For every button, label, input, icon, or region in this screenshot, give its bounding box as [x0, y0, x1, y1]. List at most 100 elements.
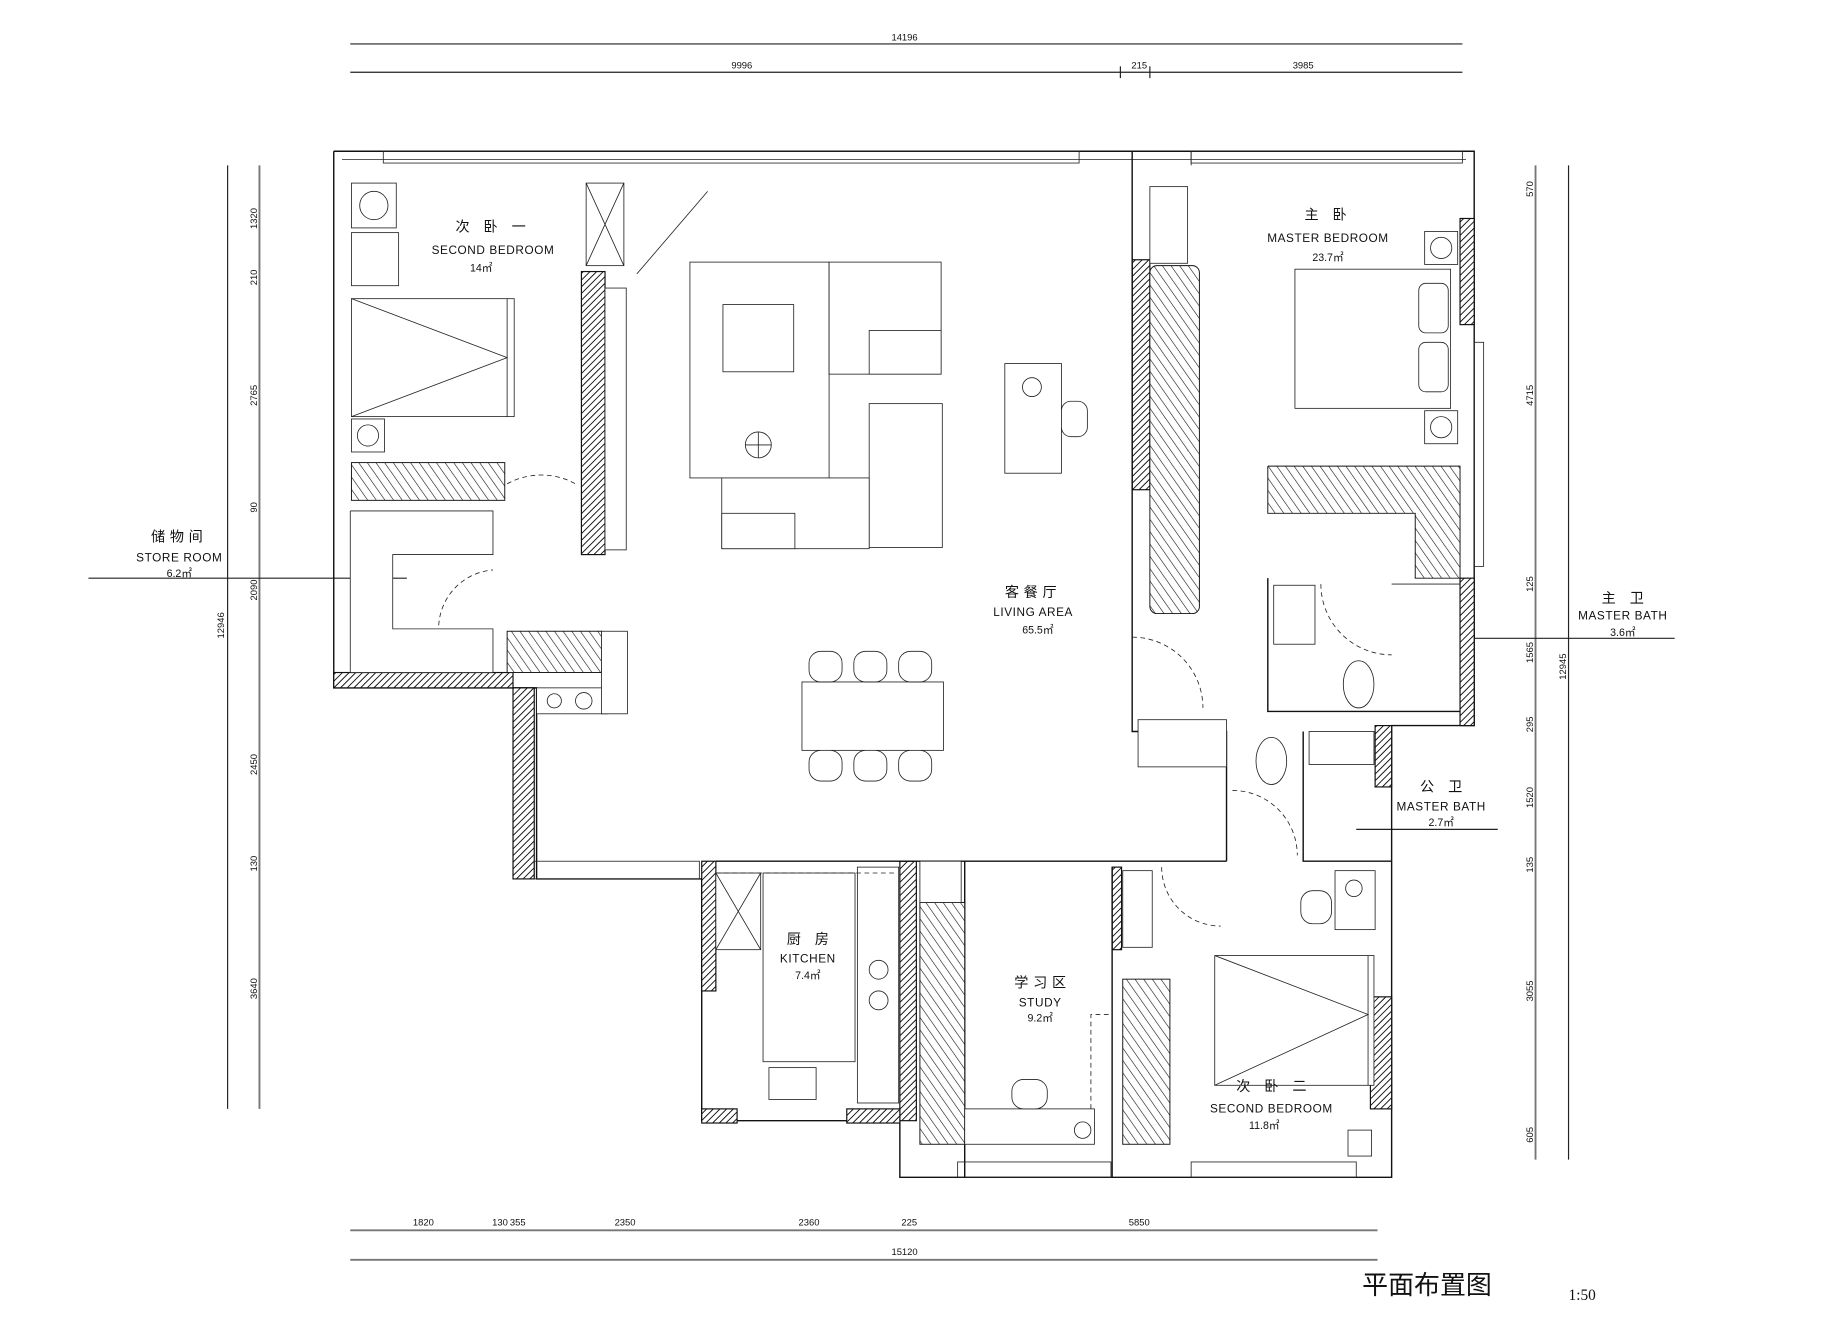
- room-name-cn: 学习区: [1014, 975, 1071, 991]
- nightstand: [351, 418, 385, 453]
- room-name-cn: 次 卧 二: [1236, 1079, 1311, 1095]
- dim-right: 3055: [1524, 980, 1535, 1001]
- island: [762, 872, 856, 1063]
- room-area: 23.7㎡: [1312, 252, 1344, 264]
- room-label-master-bath: 主 卫 MASTER BATH 3.6㎡: [1578, 591, 1667, 639]
- drawing-title: 平面布置图: [1362, 1271, 1492, 1301]
- room-name-cn: 主 卧: [1304, 208, 1351, 224]
- room-name-cn: 厨 房: [787, 932, 834, 948]
- room-name-cn: 主 卫: [1602, 591, 1649, 607]
- walls: [333, 150, 1475, 1178]
- dim-left: 90: [248, 502, 259, 512]
- dim-right: 570: [1524, 181, 1535, 197]
- dim-left: 3640: [248, 978, 259, 999]
- wardrobe: [1122, 978, 1171, 1145]
- dim-right: 1520: [1524, 787, 1535, 808]
- room-label-kitchen: 厨 房 KITCHEN 7.4㎡: [780, 932, 836, 982]
- dim-bottom: 2360: [799, 1217, 820, 1228]
- store-room: [349, 510, 628, 715]
- room-name-en: LIVING AREA: [993, 606, 1073, 619]
- windows: [382, 150, 1485, 1178]
- dim-top-total: 14196: [891, 31, 917, 42]
- dimensions-bottom: 1820 130 355 2350 2360 225 5850 15120: [350, 1217, 1378, 1261]
- dim-left: 2090: [248, 579, 259, 600]
- room-name-en: KITCHEN: [780, 953, 836, 966]
- dim-top: 3985: [1293, 60, 1314, 71]
- room-area: 7.4㎡: [795, 970, 821, 982]
- dim-right: 295: [1524, 717, 1535, 733]
- dimensions-left: 12946 1320 210 2765 90 2090 2450 130 364…: [88, 165, 407, 1109]
- room-name-cn: 次 卧 一: [455, 219, 530, 235]
- sink: [1273, 584, 1316, 645]
- nightstand: [351, 182, 397, 229]
- desk: [1004, 363, 1062, 474]
- room-area: 6.2㎡: [167, 568, 193, 580]
- room-area: 14㎡: [470, 263, 493, 275]
- master-bath: [1273, 583, 1461, 709]
- room-name-en: STUDY: [1019, 996, 1062, 1009]
- counter: [856, 866, 900, 1104]
- dining-chairs: [808, 650, 933, 782]
- desk: [1334, 870, 1376, 931]
- master-bedroom: [1132, 186, 1461, 708]
- room-name-cn: 客餐厅: [1005, 584, 1062, 601]
- dim-bottom-total: 15120: [891, 1246, 917, 1257]
- dim-left: 2450: [248, 754, 259, 775]
- room-name-en: MASTER BEDROOM: [1267, 232, 1389, 245]
- dim-right: 125: [1524, 576, 1535, 592]
- dim-bottom: 130: [492, 1217, 508, 1228]
- desk: [964, 1108, 1095, 1145]
- coffee-table: [722, 304, 795, 373]
- room-name-en: MASTER BATH: [1396, 801, 1485, 814]
- second-bedroom-1: [350, 182, 708, 551]
- study: [919, 860, 1113, 1145]
- dimensions-top: 14196 9996 215 3985: [350, 31, 1463, 79]
- bookcase: [919, 902, 966, 1145]
- dim-left: 210: [248, 270, 259, 286]
- public-bath: [1137, 719, 1375, 856]
- dim-bottom: 2350: [615, 1217, 636, 1228]
- room-label-store-room: 储物间 STORE ROOM 6.2㎡: [136, 530, 222, 580]
- drawing-scale: 1:50: [1569, 1287, 1597, 1304]
- second-bedroom-2: [1122, 867, 1376, 1157]
- dim-left: 130: [248, 856, 259, 872]
- dim-right: 4715: [1524, 385, 1535, 406]
- sink: [768, 1067, 817, 1100]
- room-area: 2.7㎡: [1428, 817, 1454, 829]
- dimensions-right: 12945 570 4715 125 1565 295 1520 135 305…: [1356, 165, 1675, 1160]
- dim-right: 135: [1524, 857, 1535, 873]
- wardrobe: [1267, 465, 1461, 579]
- dim-left-total: 12946: [215, 612, 226, 638]
- room-label-public-bath: 公 卫 MASTER BATH 2.7㎡: [1396, 780, 1485, 829]
- room-name-cn: 储物间: [151, 530, 208, 546]
- room-name-en: SECOND BEDROOM: [432, 244, 555, 257]
- dim-right-total: 12945: [1557, 654, 1568, 680]
- room-name-cn: 公 卫: [1420, 780, 1467, 796]
- bed: [1214, 955, 1375, 1086]
- living-area: [689, 261, 1088, 782]
- room-area: 65.5㎡: [1022, 625, 1054, 637]
- bed: [351, 298, 515, 418]
- room-label-second-bedroom-1: 次 卧 一 SECOND BEDROOM 14㎡: [432, 219, 555, 275]
- dim-right: 1565: [1524, 642, 1535, 663]
- room-label-second-bedroom-2: 次 卧 二 SECOND BEDROOM 11.8㎡: [1210, 1079, 1332, 1132]
- room-area: 3.6㎡: [1610, 627, 1636, 639]
- room-name-en: STORE ROOM: [136, 552, 222, 565]
- dim-left: 1320: [248, 208, 259, 229]
- room-label-living-area: 客餐厅 LIVING AREA 65.5㎡: [993, 584, 1073, 637]
- dining-table: [801, 681, 944, 751]
- room-area: 9.2㎡: [1028, 1013, 1054, 1025]
- dim-right: 605: [1524, 1127, 1535, 1143]
- dim-bottom: 5850: [1129, 1217, 1150, 1228]
- room-name-en: MASTER BATH: [1578, 609, 1667, 622]
- sofa: [868, 403, 943, 548]
- dim-left: 2765: [248, 385, 259, 406]
- room-label-master-bedroom: 主 卧 MASTER BEDROOM 23.7㎡: [1267, 208, 1389, 264]
- dim-bottom: 355: [510, 1217, 526, 1228]
- toilet: [1255, 736, 1288, 785]
- dim-top: 9996: [731, 60, 752, 71]
- dim-top: 215: [1131, 60, 1147, 71]
- room-area: 11.8㎡: [1249, 1120, 1280, 1132]
- room-label-study: 学习区 STUDY 9.2㎡: [1014, 975, 1071, 1025]
